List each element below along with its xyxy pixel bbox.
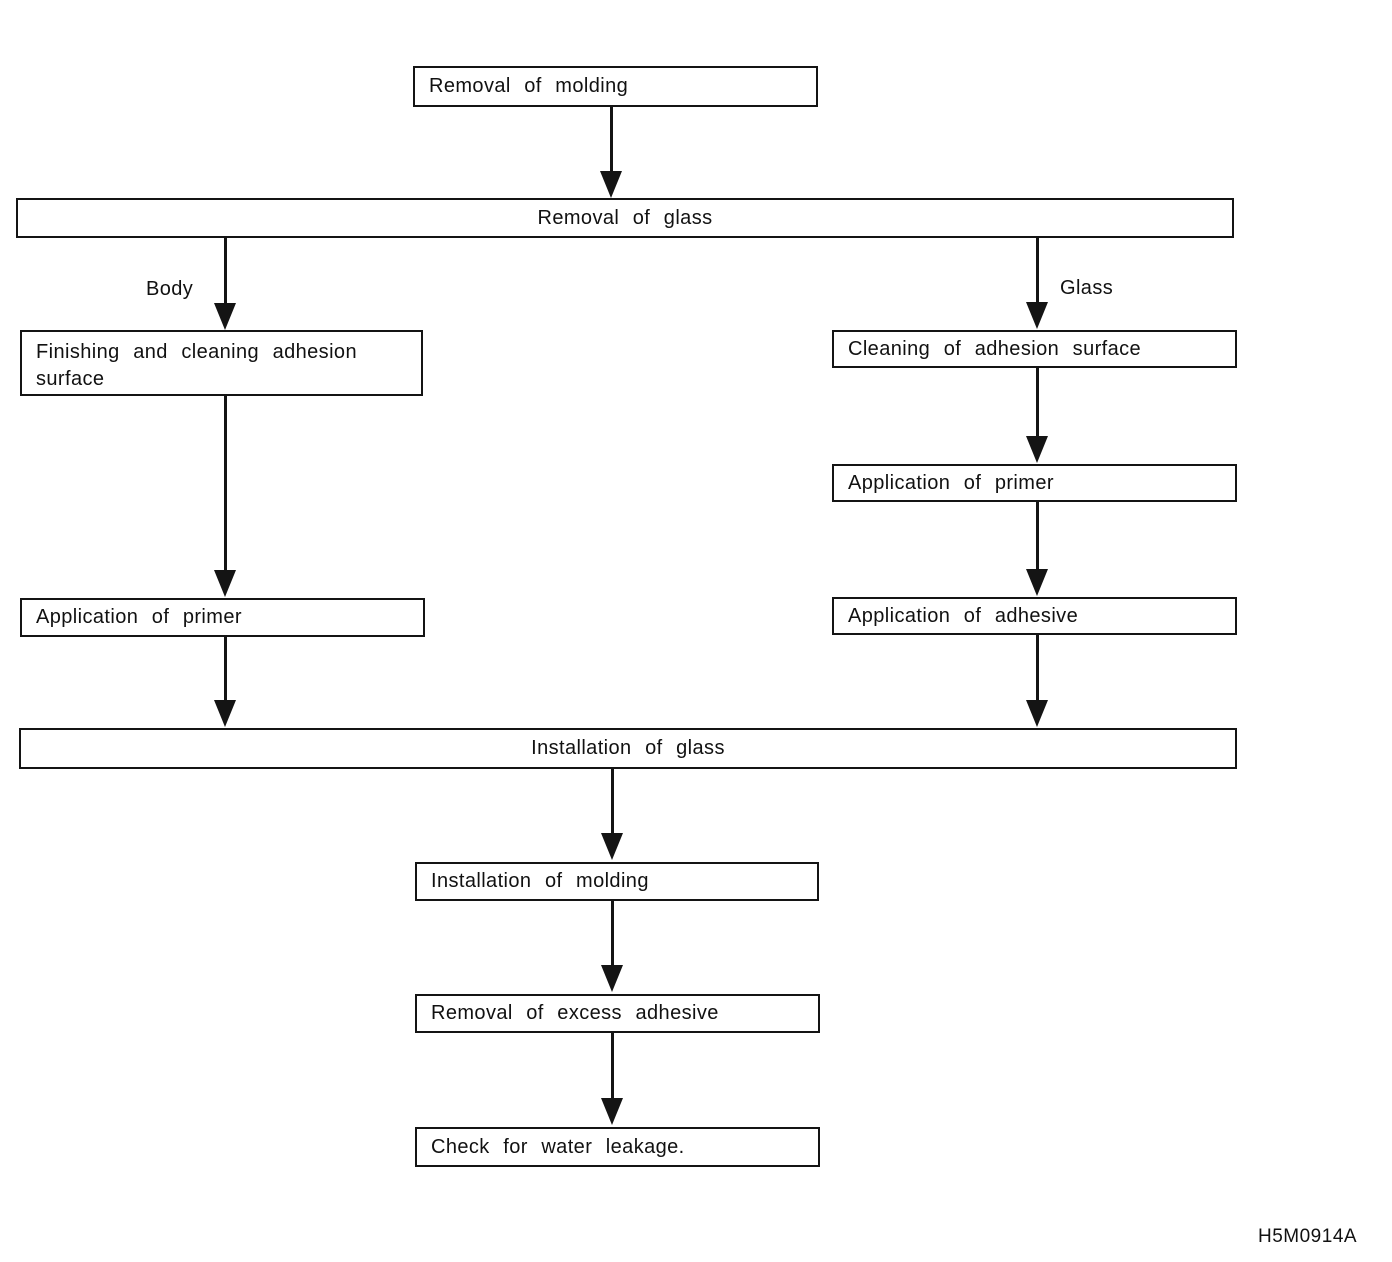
node-label: Removal of glass: [537, 206, 713, 229]
arrowhead-finishing-to-primer: [214, 570, 236, 597]
node-application-of-adhesive: Application of adhesive: [832, 597, 1237, 635]
node-check-for-water-leakage: Check for water leakage.: [415, 1127, 820, 1167]
branch-label-glass: Glass: [1060, 277, 1114, 299]
arrowhead-primer-to-adhesive: [1026, 569, 1048, 596]
node-application-of-primer-glass: Application of primer: [832, 464, 1237, 502]
node-removal-of-molding: Removal of molding: [413, 66, 818, 107]
arrowhead-excess-to-check: [601, 1098, 623, 1125]
arrow-line-cleaning-to-primer: [1036, 368, 1039, 438]
node-label: Application of primer: [36, 606, 242, 628]
arrow-line-primer-to-adhesive: [1036, 502, 1039, 571]
node-removal-of-glass: Removal of glass: [16, 198, 1234, 238]
node-label: Application of adhesive: [848, 604, 1079, 627]
node-removal-of-excess-adhesive: Removal of excess adhesive: [415, 994, 820, 1033]
arrowhead-molding-to-excess: [601, 965, 623, 992]
node-installation-of-glass: Installation of glass: [19, 728, 1237, 769]
node-installation-of-molding: Installation of molding: [415, 862, 819, 901]
arrowhead-primer-to-installation: [214, 700, 236, 727]
arrowhead-glass-branch: [1026, 302, 1048, 329]
arrow-line-adhesive-to-installation: [1036, 635, 1039, 702]
node-application-of-primer-body: Application of primer: [20, 598, 425, 637]
arrowhead-molding-to-glass: [600, 171, 622, 198]
arrow-line-finishing-to-primer: [224, 396, 227, 572]
node-cleaning-of-adhesion-surface: Cleaning of adhesion surface: [832, 330, 1237, 368]
arrow-line-molding-to-glass: [610, 107, 613, 173]
arrowhead-body-branch: [214, 303, 236, 330]
arrow-line-primer-to-installation: [224, 637, 227, 702]
figure-code: H5M0914A: [1258, 1226, 1358, 1247]
node-finishing-and-cleaning-adhesion-surface: Finishing and cleaning adhesion surface: [20, 330, 423, 396]
arrow-line-body-branch: [224, 238, 227, 305]
node-label: Cleaning of adhesion surface: [848, 337, 1142, 360]
node-label: Installation of glass: [531, 737, 725, 759]
arrow-line-excess-to-check: [611, 1033, 614, 1100]
branch-label-body: Body: [146, 278, 194, 300]
node-label: Removal of excess adhesive: [431, 1002, 719, 1024]
node-label: Check for water leakage.: [431, 1135, 685, 1158]
arrow-line-glass-branch: [1036, 238, 1039, 304]
arrow-line-glass-to-molding: [611, 769, 614, 835]
node-label: Removal of molding: [429, 75, 629, 97]
node-label: Application of primer: [848, 471, 1054, 494]
arrowhead-adhesive-to-installation: [1026, 700, 1048, 727]
arrow-line-molding-to-excess: [611, 901, 614, 967]
arrowhead-cleaning-to-primer: [1026, 436, 1048, 463]
node-label: Finishing and cleaning adhesion surface: [36, 341, 357, 390]
node-label: Installation of molding: [431, 870, 649, 892]
arrowhead-glass-to-molding: [601, 833, 623, 860]
